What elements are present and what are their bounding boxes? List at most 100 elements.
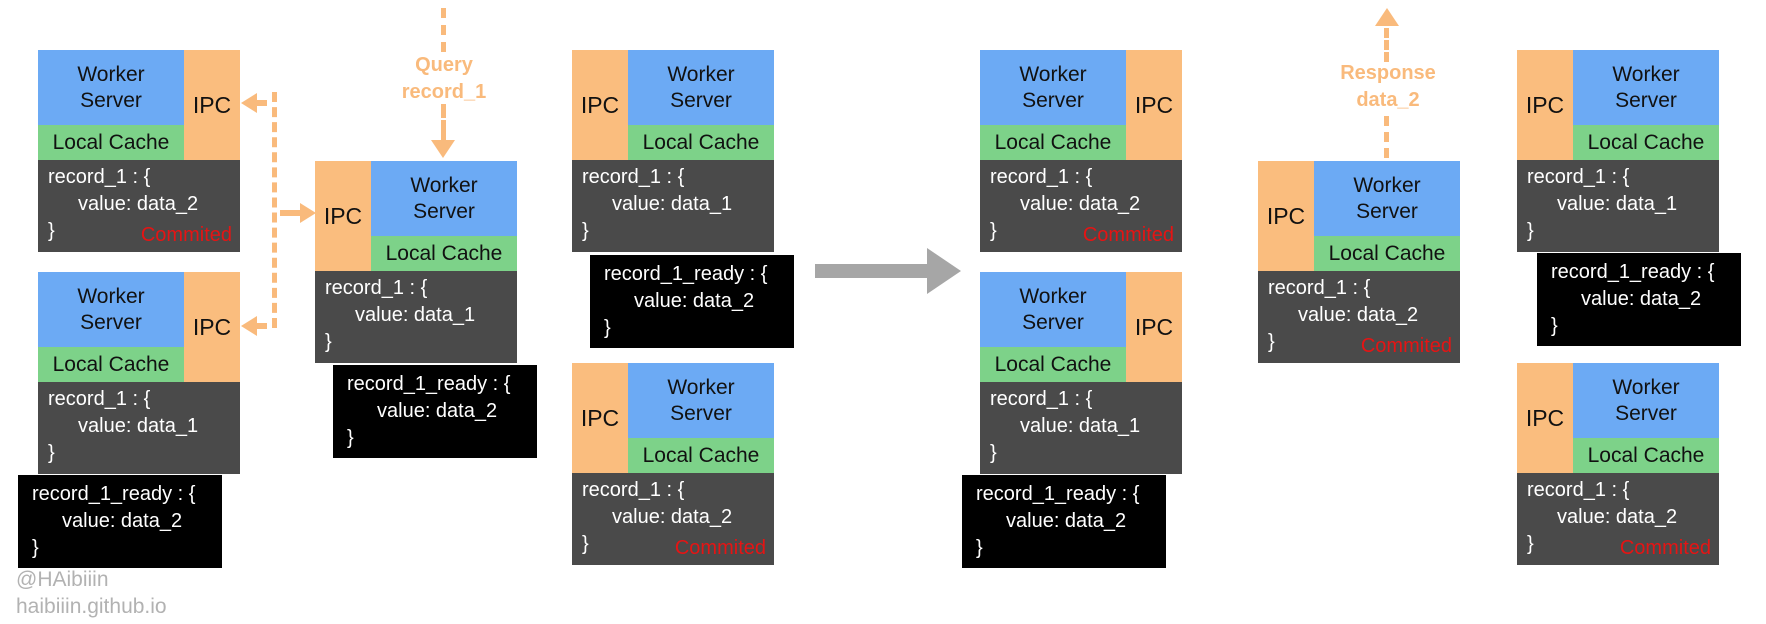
record-line: record_1 : {: [48, 388, 151, 410]
record-line: record_1 : {: [1527, 479, 1630, 501]
local-cache-label: Local Cache: [642, 443, 760, 467]
local-cache-label: Local Cache: [52, 352, 170, 376]
record-line: }: [990, 220, 997, 242]
local-cache-box: Local Cache: [38, 347, 184, 382]
server-block-8: Worker Server Local Cache IPC record_1 :…: [1258, 161, 1460, 363]
worker-server-box: Worker Server: [38, 272, 184, 347]
query-arrowhead-down: [431, 140, 455, 158]
record-line: }: [582, 220, 589, 242]
response-label-line2: data_2: [1356, 89, 1420, 111]
query-arrow-line: [441, 104, 446, 118]
ready-record-box: record_1_ready : { value: data_2 }: [590, 255, 794, 348]
local-cache-label: Local Cache: [1587, 443, 1705, 467]
record-line: }: [976, 537, 983, 559]
server-block-5: Worker Server Local Cache IPC record_1 :…: [572, 363, 774, 565]
worker-server-label: Worker Server: [667, 375, 735, 425]
local-cache-label: Local Cache: [1587, 130, 1705, 154]
local-cache-label: Local Cache: [642, 130, 760, 154]
ipc-label: IPC: [323, 202, 363, 229]
local-cache-box: Local Cache: [980, 125, 1126, 160]
server-block-2: Worker Server Local Cache IPC record_1 :…: [38, 272, 240, 474]
record-line: }: [1527, 533, 1534, 555]
record-line: }: [1268, 331, 1275, 353]
worker-server-box: Worker Server: [980, 50, 1126, 125]
server-block-6: Worker Server Local Cache IPC record_1 :…: [980, 50, 1182, 252]
ipc-label: IPC: [1134, 313, 1174, 340]
worker-server-box: Worker Server: [1573, 50, 1719, 125]
worker-server-label: Worker Server: [1612, 62, 1680, 112]
record-line: record_1 : {: [1268, 277, 1371, 299]
ipc-label: IPC: [1525, 91, 1565, 118]
ipc-label: IPC: [1266, 202, 1306, 229]
record-box: record_1 : { value: data_1 }: [315, 271, 517, 363]
local-cache-label: Local Cache: [994, 130, 1112, 154]
ipc-label: IPC: [580, 91, 620, 118]
record-line: record_1_ready : {: [1551, 261, 1715, 283]
local-cache-box: Local Cache: [628, 125, 774, 160]
record-line: record_1_ready : {: [347, 373, 511, 395]
server-block-9: Worker Server Local Cache IPC record_1 :…: [1517, 50, 1719, 252]
ipc-box: IPC: [184, 272, 240, 382]
server-block-1: Worker Server Local Cache IPC record_1 :…: [38, 50, 240, 252]
record-line: value: data_2: [78, 193, 199, 215]
worker-server-label: Worker Server: [1019, 284, 1087, 334]
record-box: record_1 : { value: data_2 } Commited: [38, 160, 240, 252]
worker-server-label: Worker Server: [1353, 173, 1421, 223]
ipc-box: IPC: [1517, 363, 1573, 473]
ipc-link-arrowhead-top: [241, 93, 257, 113]
local-cache-label: Local Cache: [52, 130, 170, 154]
ipc-box: IPC: [1126, 50, 1182, 160]
record-line: record_1 : {: [582, 166, 685, 188]
worker-server-box: Worker Server: [1314, 161, 1460, 236]
server-block-10: Worker Server Local Cache IPC record_1 :…: [1517, 363, 1719, 565]
record-line: value: data_2: [1581, 288, 1702, 310]
record-line: record_1_ready : {: [604, 263, 768, 285]
record-line: }: [32, 537, 39, 559]
local-cache-label: Local Cache: [1328, 241, 1446, 265]
record-line: }: [48, 442, 55, 464]
local-cache-box: Local Cache: [628, 438, 774, 473]
response-arrow-line: [1384, 28, 1389, 62]
worker-server-box: Worker Server: [628, 363, 774, 438]
ipc-box: IPC: [1517, 50, 1573, 160]
local-cache-label: Local Cache: [385, 241, 503, 265]
worker-server-box: Worker Server: [371, 161, 517, 236]
record-line: value: data_2: [1006, 510, 1127, 532]
record-line: }: [347, 427, 354, 449]
ipc-label: IPC: [580, 404, 620, 431]
record-line: record_1_ready : {: [32, 483, 196, 505]
ipc-label: IPC: [192, 313, 232, 340]
query-arrow-shaft: [441, 120, 446, 142]
ipc-label: IPC: [192, 91, 232, 118]
server-block-4: Worker Server Local Cache IPC record_1 :…: [572, 50, 774, 252]
record-box: record_1 : { value: data_2 } Commited: [1517, 473, 1719, 565]
query-label-line1: Query: [415, 54, 473, 76]
ready-record-box: record_1_ready : { value: data_2 }: [1537, 253, 1741, 346]
worker-server-box: Worker Server: [980, 272, 1126, 347]
record-line: value: data_1: [1020, 415, 1141, 437]
record-line: value: data_2: [612, 506, 733, 528]
worker-server-label: Worker Server: [410, 173, 478, 223]
ready-record-box: record_1_ready : { value: data_2 }: [18, 475, 222, 568]
local-cache-box: Local Cache: [1573, 125, 1719, 160]
ipc-link-arrow-stub: [257, 100, 267, 106]
query-label-line2: record_1: [401, 81, 487, 103]
ipc-box: IPC: [1258, 161, 1314, 271]
record-line: value: data_1: [1557, 193, 1678, 215]
query-arrow-line: [441, 8, 446, 52]
record-line: }: [582, 533, 589, 555]
local-cache-box: Local Cache: [1573, 438, 1719, 473]
worker-server-label: Worker Server: [667, 62, 735, 112]
ipc-box: IPC: [572, 50, 628, 160]
commited-status: Commited: [1619, 537, 1711, 559]
record-box: record_1 : { value: data_2 } Commited: [572, 473, 774, 565]
ipc-label: IPC: [1525, 404, 1565, 431]
worker-server-label: Worker Server: [77, 284, 145, 334]
local-cache-box: Local Cache: [38, 125, 184, 160]
watermark-url: haibiiin.github.io: [16, 595, 167, 618]
worker-server-box: Worker Server: [628, 50, 774, 125]
ipc-link-arrowhead-right: [300, 203, 316, 223]
local-cache-box: Local Cache: [371, 236, 517, 271]
worker-server-label: Worker Server: [1612, 375, 1680, 425]
